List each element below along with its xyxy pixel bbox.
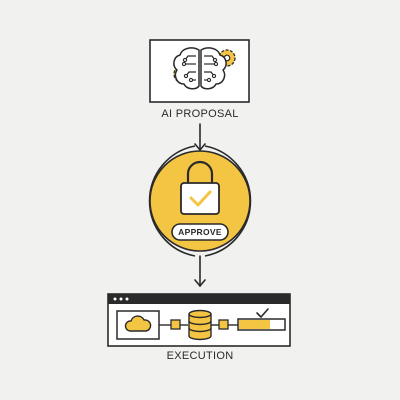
approve-button[interactable] bbox=[171, 223, 229, 241]
window-controls bbox=[113, 297, 129, 301]
checkmark-icon bbox=[256, 308, 269, 318]
browser-window-pipeline-icon bbox=[107, 293, 291, 347]
pipeline-node bbox=[218, 319, 229, 330]
approve-button-label: APPROVE bbox=[178, 227, 222, 237]
brain-with-gears-icon bbox=[173, 47, 236, 90]
checkmark-icon bbox=[189, 190, 212, 207]
cloud-icon bbox=[116, 310, 160, 340]
arrow-down-icon bbox=[194, 255, 206, 287]
pipeline-node bbox=[170, 319, 181, 330]
window-title-bar bbox=[108, 294, 290, 304]
ai-proposal-label: AI PROPOSAL bbox=[161, 108, 239, 120]
progress-bar-with-check-icon bbox=[237, 308, 286, 331]
padlock-with-checkmark-icon bbox=[180, 160, 220, 215]
arrow-down-icon bbox=[194, 123, 206, 151]
database-icon bbox=[188, 309, 212, 341]
execution-label: EXECUTION bbox=[166, 350, 234, 362]
